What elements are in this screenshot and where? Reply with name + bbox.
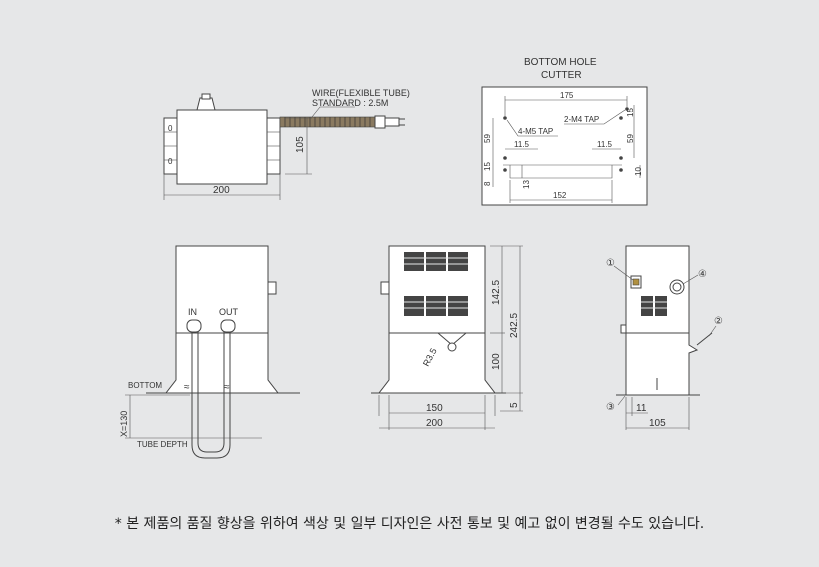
m5-tap-label: 4-M5 TAP — [518, 127, 553, 136]
dim-11-5-left: 11.5 — [514, 140, 530, 149]
x-dimension-label: X=130 — [119, 411, 129, 437]
dim-150: 150 — [426, 403, 443, 414]
front-view: R3.5 142.5 242.5 100 5 150 200 — [371, 245, 523, 430]
in-label: IN — [188, 307, 197, 317]
dim-152: 152 — [553, 191, 567, 200]
svg-text:0: 0 — [168, 157, 173, 166]
dim-105: 105 — [649, 418, 666, 429]
out-label: OUT — [219, 307, 239, 317]
svg-text:≈: ≈ — [224, 382, 230, 393]
dim-142-5: 142.5 — [491, 280, 502, 305]
hole-title-2: CUTTER — [541, 70, 582, 81]
hole-title-1: BOTTOM HOLE — [524, 57, 597, 68]
svg-text:0: 0 — [168, 124, 173, 133]
m4-tap-label: 2-M4 TAP — [564, 115, 599, 124]
dim-5: 5 — [509, 402, 520, 408]
dim-100: 100 — [491, 353, 502, 370]
dim-200: 200 — [426, 418, 443, 429]
tube-depth-label: TUBE DEPTH — [137, 440, 188, 449]
dim-13: 13 — [522, 180, 531, 189]
dim-175: 175 — [560, 91, 574, 100]
callout-2: ② — [714, 316, 723, 327]
callout-4: ④ — [698, 269, 707, 280]
top-view: 0 0 WIRE(FLEXIBLE TUBE) STANDARD : 2.5M … — [163, 88, 410, 200]
bottom-hole-cutter: BOTTOM HOLE CUTTER 175 2-M4 TAP 4-M5 TAP… — [481, 57, 648, 206]
dim-59-right: 59 — [626, 134, 635, 143]
dim-11-5-right: 11.5 — [597, 140, 613, 149]
install-view: IN OUT ≈ ≈ BOTTOM TUBE DEPTH X=130 — [119, 245, 300, 459]
footnote-disclaimer: * 본 제품의 품질 향상을 위하여 색상 및 일부 디자인은 사전 통보 및 … — [114, 516, 705, 532]
dim-10: 10 — [634, 167, 643, 176]
callout-3: ③ — [606, 402, 615, 413]
side-view: ① ④ ② ③ 11 105 — [606, 245, 723, 430]
bottom-label: BOTTOM — [128, 381, 162, 390]
dim-15-right: 15 — [626, 108, 635, 117]
svg-text:≈: ≈ — [184, 382, 190, 393]
dim-59-left: 59 — [483, 134, 492, 143]
top-dim-height: 105 — [295, 136, 306, 153]
dim-242-5: 242.5 — [509, 313, 520, 338]
dim-8: 8 — [483, 181, 492, 186]
top-dim-width: 200 — [213, 185, 230, 196]
dim-15-left: 15 — [483, 162, 492, 171]
wire-label-2: STANDARD : 2.5M — [312, 98, 388, 108]
callout-1: ① — [606, 258, 615, 269]
dim-11: 11 — [636, 403, 647, 414]
wire-label-1: WIRE(FLEXIBLE TUBE) — [312, 88, 410, 98]
